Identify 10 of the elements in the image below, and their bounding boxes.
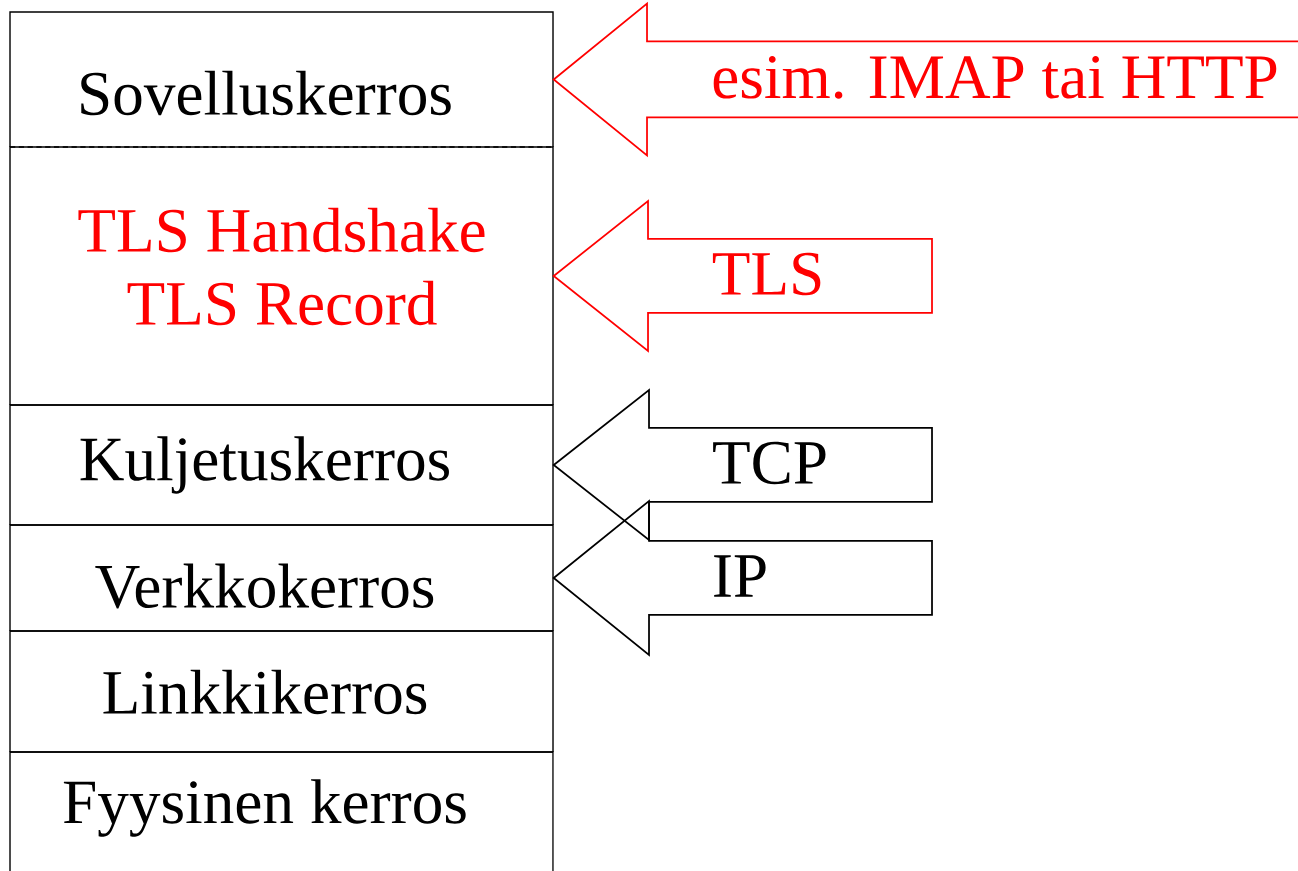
layer-box: Fyysinen kerros [9, 751, 554, 871]
edge-label: esim. IMAP tai HTTP [713, 56, 1277, 99]
edge-label: IP [714, 555, 766, 597]
layer-box: Verkkokerros [9, 524, 554, 632]
layer-box: Linkkikerros [9, 630, 554, 753]
layer-box: Kuljetuskerros [9, 404, 554, 526]
edge-label: TLS [712, 252, 821, 296]
layer-box: Sovelluskerros [9, 11, 554, 148]
edge-label: TCP [713, 441, 826, 485]
layer-box: TLS Handshake TLS Record [9, 146, 554, 406]
